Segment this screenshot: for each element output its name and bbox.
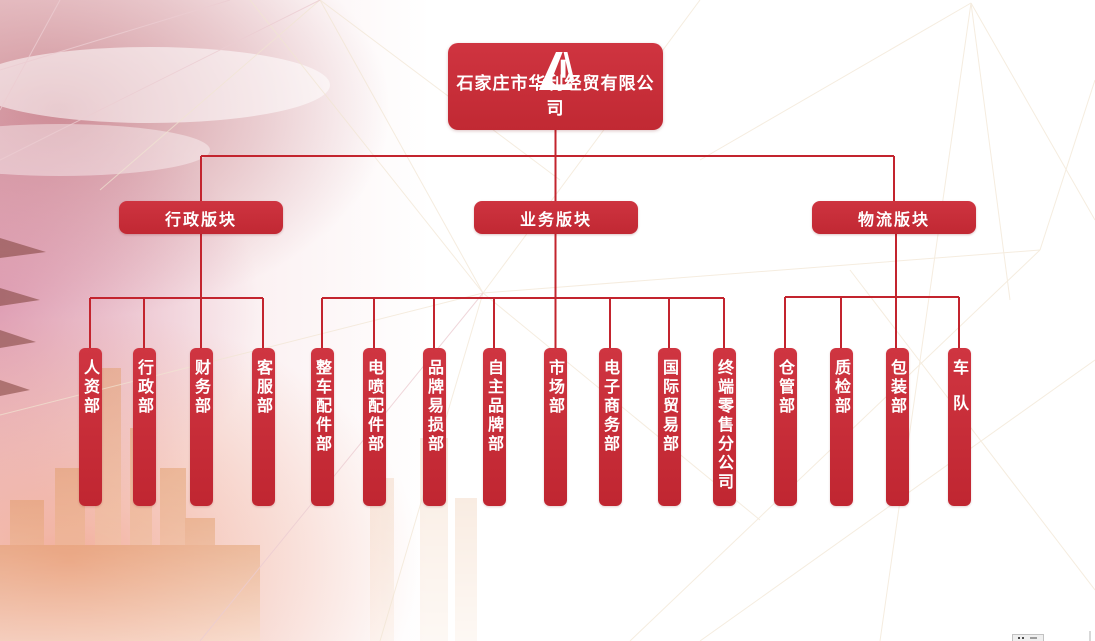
dept-node: 终端零售分公司	[713, 348, 736, 506]
division-node-business: 业务版块	[474, 201, 638, 234]
dept-node: 人资部	[79, 348, 102, 506]
dept-node: 市场部	[544, 348, 567, 506]
dept-node: 行政部	[133, 348, 156, 506]
dept-label: 车队	[950, 359, 969, 430]
division-label: 行政版块	[164, 209, 237, 229]
dept-node: 客服部	[252, 348, 275, 506]
dept-node: 国际贸易部	[658, 348, 681, 506]
edge-tick	[1089, 631, 1091, 641]
dept-label: 质检部	[832, 359, 851, 416]
dept-node: 自主品牌部	[483, 348, 506, 506]
dept-node: 包装部	[886, 348, 909, 506]
dept-node: 车队	[948, 348, 971, 506]
dept-node: 质检部	[830, 348, 853, 506]
dept-node: 电子商务部	[599, 348, 622, 506]
dept-node: 电喷配件部	[363, 348, 386, 506]
company-logo-icon	[538, 52, 574, 91]
division-label: 业务版块	[519, 209, 592, 229]
company-name: 石家庄市华利经贸有限公司	[456, 74, 655, 119]
dept-node: 财务部	[190, 348, 213, 506]
division-label: 物流版块	[857, 209, 930, 229]
dept-node: 品牌易损部	[423, 348, 446, 506]
dept-label: 市场部	[546, 359, 565, 416]
dept-label: 人资部	[81, 359, 100, 416]
dept-label: 行政部	[135, 359, 154, 416]
dept-label: 财务部	[192, 359, 211, 416]
dept-label: 国际贸易部	[660, 359, 679, 454]
partial-scrollbar-widget[interactable]	[1012, 634, 1044, 641]
dept-label: 电子商务部	[601, 359, 620, 454]
company-root-node: 石家庄市华利经贸有限公司	[448, 43, 663, 130]
dept-label: 客服部	[254, 359, 273, 416]
dept-node: 仓管部	[774, 348, 797, 506]
widget-dot	[1018, 637, 1020, 639]
dept-label: 自主品牌部	[485, 359, 504, 454]
widget-dash	[1030, 637, 1037, 639]
dept-label: 仓管部	[776, 359, 795, 416]
dept-node: 整车配件部	[311, 348, 334, 506]
dept-label: 电喷配件部	[365, 359, 384, 454]
dept-label: 终端零售分公司	[715, 359, 734, 492]
widget-dot	[1022, 637, 1024, 639]
dept-label: 品牌易损部	[425, 359, 444, 454]
dept-label: 包装部	[888, 359, 907, 416]
division-node-logistics: 物流版块	[812, 201, 976, 234]
division-node-admin: 行政版块	[119, 201, 283, 234]
dept-label: 整车配件部	[313, 359, 332, 454]
